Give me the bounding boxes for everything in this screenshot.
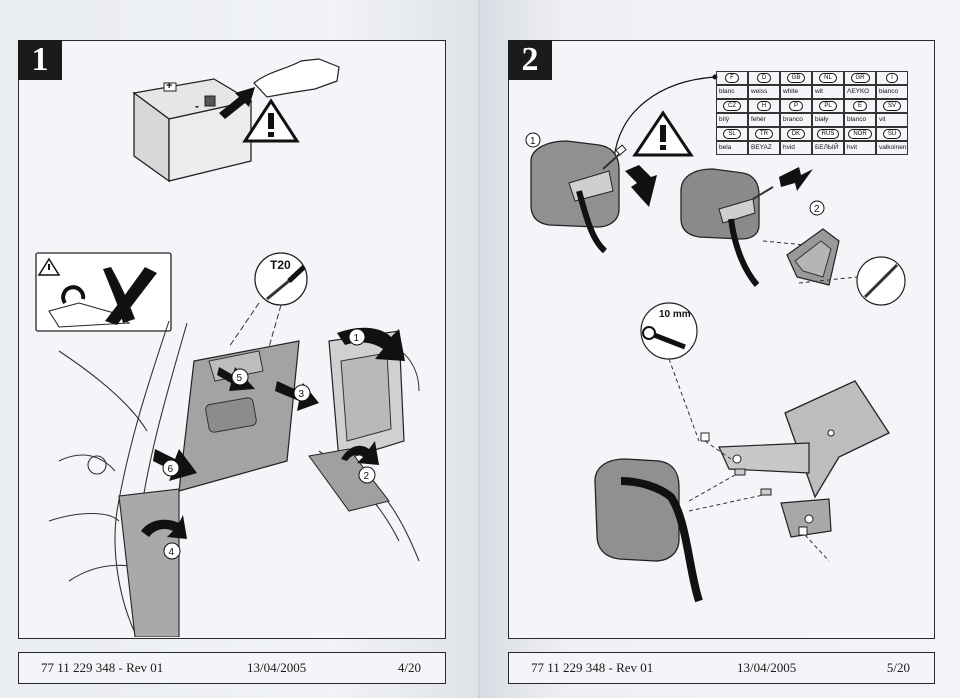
lang-words-row-3: bela BEYAZ hvid БЕЛЫЙ hvit valkoinen [716,141,908,155]
step-arrow-4 [141,515,187,539]
lamp-housing-1 [530,140,627,254]
warning-triangle-icon-2 [632,110,694,157]
screwdriver-callout [856,256,906,306]
lang-code: SU [882,129,902,139]
insert-arrow-1 [625,165,657,207]
lang-code: E [852,101,867,111]
colour-word: blanc [716,85,748,99]
colour-word: white [780,85,812,99]
lang-code: DK [786,129,806,139]
step-arrow-2 [341,441,379,465]
colour-word: ΛΕΥΚΟ [844,85,876,99]
wire-colour-table: F D GB NL GR I blanc weiss white wit ΛΕΥ… [716,71,908,157]
colour-word: БЕЛЫЙ [812,141,844,155]
rear-trim-illustration [308,330,420,512]
colour-word: biały [812,113,844,127]
lang-codes-row-3: SL TR DK RUS NOR SU [716,127,908,141]
colour-word: hvit [844,141,876,155]
wrench-callout: 10 mm [640,302,698,360]
lang-code: TR [755,129,773,139]
lang-code: NL [819,73,837,83]
callout-1: 1 [354,333,360,344]
right-illustration: 1 2 10 mm [525,74,906,603]
lang-code: P [788,101,803,111]
lang-code: I [886,73,898,83]
colour-word: bianco [876,85,908,99]
hand-illustration [253,58,340,98]
document-reference: 77 11 229 348 - Rev 01 [531,660,654,675]
warning-triangle-icon [242,98,300,143]
page-number: 4/20 [397,660,421,675]
colour-word: wit [812,85,844,99]
lang-code: F [725,73,739,83]
lang-code: GB [786,73,806,83]
colour-word: BEYAZ [748,141,780,155]
lang-code: CZ [723,101,741,111]
colour-word: blanco [844,113,876,127]
lamp-housing-2 [680,168,774,287]
callout-4: 4 [169,547,175,558]
lang-code: D [756,73,772,83]
lang-words-row-2: bílý fehér branco biały blanco vit [716,113,908,127]
left-footer: 77 11 229 348 - Rev 01 13/04/2005 4/20 [18,652,446,684]
left-illustration: + - T20 [35,58,420,637]
step-number-1: 1 [18,40,62,80]
insert-arrow-2 [779,167,813,191]
colour-word: vit [876,113,908,127]
lang-code: H [756,101,772,111]
callout-3: 3 [299,389,305,400]
colour-word: bílý [716,113,748,127]
colour-word: hvid [780,141,812,155]
lang-code: SV [882,101,901,111]
right-instruction-frame [508,40,935,639]
disconnect-arrow [219,87,255,119]
lamp-callout-1: 1 [530,136,536,147]
torx-bit-callout: T20 [254,252,308,306]
no-pull-warning-box [35,252,172,332]
lang-codes-row-1: F D GB NL GR I [716,71,908,85]
lang-code: RUS [816,129,840,139]
callout-6: 6 [168,464,174,475]
lang-codes-row-2: CZ H P PL E SV [716,99,908,113]
lamp-callout-2: 2 [814,204,820,215]
lang-code: PL [819,101,837,111]
callout-5: 5 [237,373,243,384]
document-date: 13/04/2005 [737,660,797,675]
callout-2: 2 [364,471,370,482]
lens-cover [786,228,840,286]
lang-code: GR [850,73,870,83]
torx-t20-label: T20 [270,258,291,272]
colour-word: branco [780,113,812,127]
document-date: 13/04/2005 [247,660,307,675]
right-footer: 77 11 229 348 - Rev 01 13/04/2005 5/20 [508,652,935,684]
lang-code: SL [723,129,741,139]
lang-code: NOR [848,129,872,139]
battery-illustration: + - [132,78,253,183]
lamp-housing-assembled [594,458,703,603]
colour-word: weiss [748,85,780,99]
colour-word: bela [716,141,748,155]
mounting-bracket [718,380,890,538]
page-number: 5/20 [886,660,910,675]
step-number-2: 2 [508,40,552,80]
battery-plus-label: + [166,80,172,92]
document-reference: 77 11 229 348 - Rev 01 [41,660,164,675]
colour-word: fehér [748,113,780,127]
lang-words-row-1: blanc weiss white wit ΛΕΥΚΟ bianco [716,85,908,99]
colour-word: valkoinen [876,141,908,155]
wrench-size-label: 10 mm [659,309,691,320]
battery-minus-label: - [195,99,199,113]
